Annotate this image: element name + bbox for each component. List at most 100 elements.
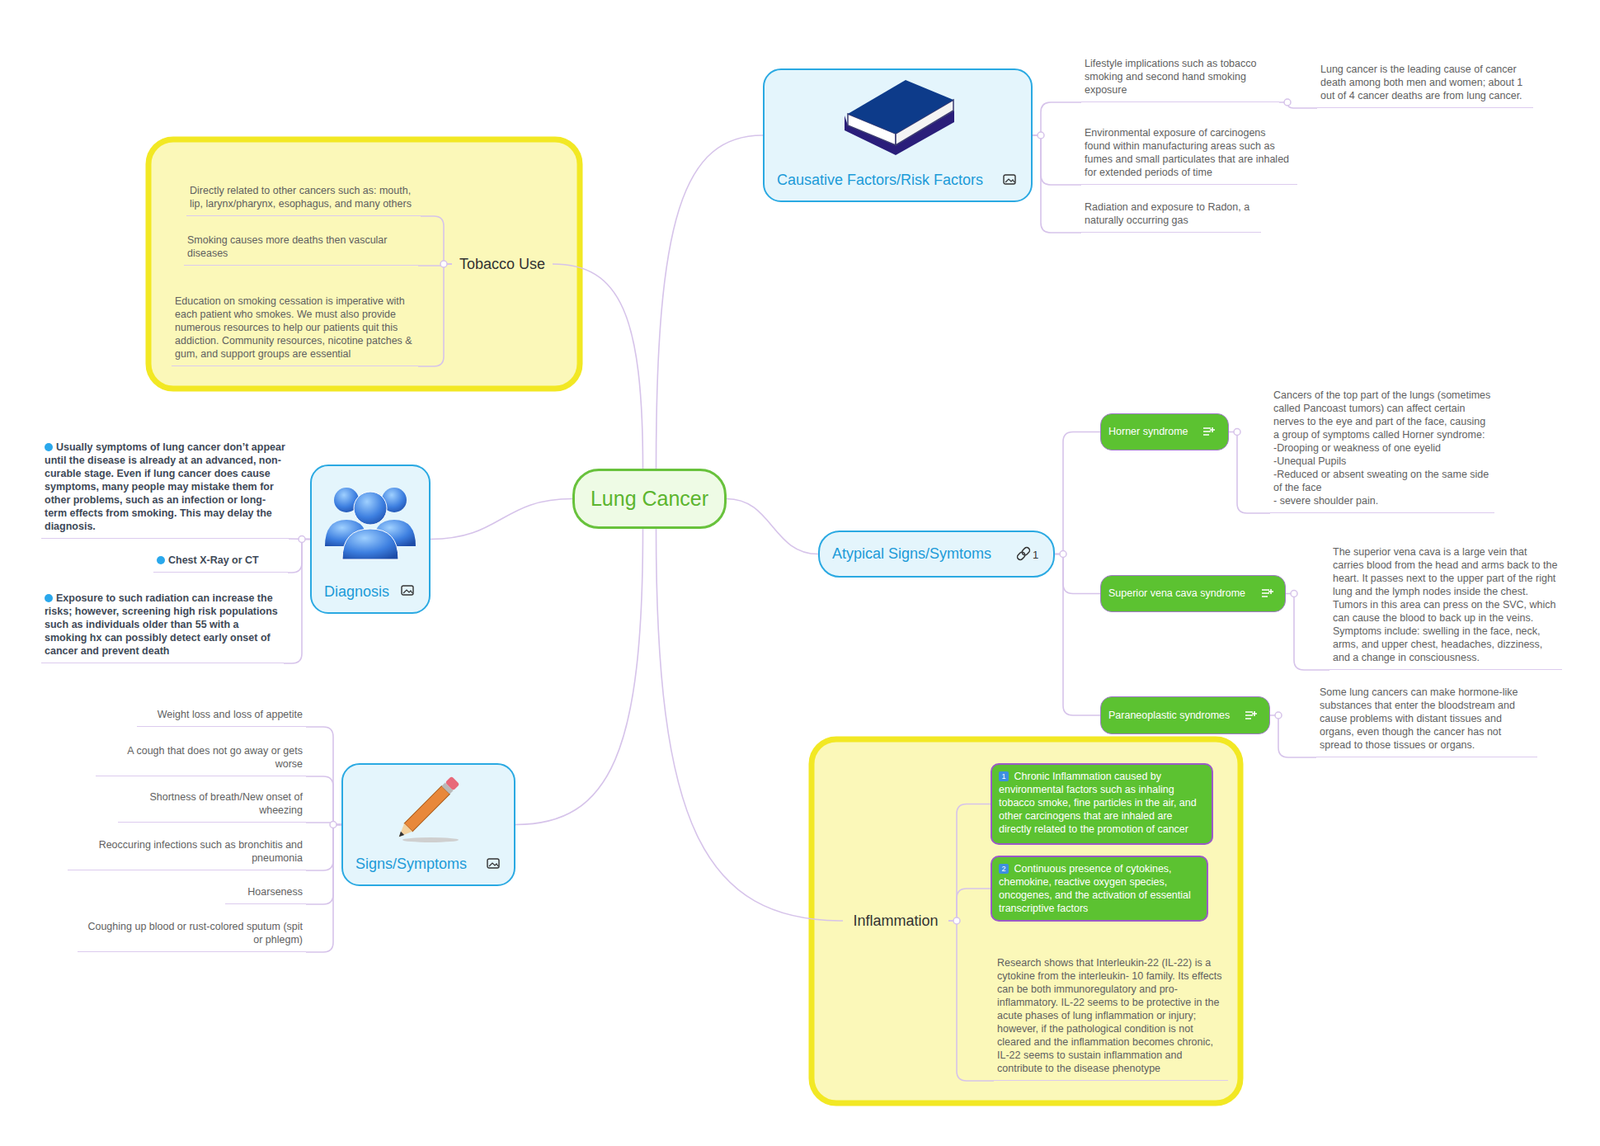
branch-line [552,263,644,469]
subtopic-text: Lifestyle implications such as tobacco s… [1081,51,1280,103]
note-lines [1261,588,1274,597]
image-frame [487,858,499,868]
branch-line [1032,135,1082,233]
branch-line [948,888,991,921]
branch-line [305,824,342,905]
subtopic-text: Usually symptoms of lung cancer don’t ap… [41,413,289,539]
image-mountain [1005,178,1015,183]
main-topic-text: Tobacco Use [451,250,553,278]
subtopic-label: -Drooping or weakness of one eyelid [1273,441,1492,455]
branch-line [948,804,991,922]
subtopic-label: Some lung cancers can make hormone-like … [1319,685,1535,752]
subtopic-text: Smoking causes more deaths then vascular… [183,225,419,266]
branch-line [420,216,452,264]
branch-dot [1233,428,1241,436]
subtopic-label: Directly related to other cancers such a… [189,183,418,211]
branch-line [1228,432,1271,514]
box-text-wrap: 1 Chronic Inflammation caused by environ… [998,769,1205,836]
subtopic-label: -Unequal Pupils [1273,454,1492,468]
person-head [334,487,359,513]
subtopic-text: Some lung cancers can make hormone-like … [1316,676,1538,758]
pill-label: Paraneoplastic syndromes [1108,709,1230,722]
branch-line [656,135,764,469]
subtopic-text: Lung cancer is the leading cause of canc… [1317,42,1534,109]
branch-dot [440,260,448,268]
branch-line [305,776,342,825]
link-ring [1021,545,1031,556]
pill-label: Horner syndrome [1108,425,1189,438]
subtopic-label: Cancers of the top part of the lungs (so… [1273,388,1492,442]
topic-title: Lung Cancer [590,486,709,511]
book-cover-bottom [844,110,955,156]
topic-title: Atypical Signs/Symtoms [832,545,992,563]
subtopic-text: Education on smoking cessation is impera… [171,271,419,367]
box-label: Chronic Inflammation caused by environme… [998,770,1197,835]
pill-label: Superior vena cava syndrome [1108,587,1246,600]
link-icon [1016,545,1031,561]
yellow-boundary [148,139,580,389]
subtopic-text: A cough that does not go away or gets wo… [95,737,306,777]
green-topic-box: 2 Continuous presence of cytokines, chem… [990,855,1209,922]
image-icon [1003,174,1016,184]
image-icon [487,858,499,868]
branch-line [1270,715,1317,758]
central-topic: Lung Cancer [572,468,727,529]
number-badge: 1 [998,771,1009,782]
subtopic-text: Research shows that Interleukin-22 (IL-2… [993,930,1229,1081]
topic-title: Inflammation [852,912,938,930]
link-ring [1016,550,1026,561]
subtopic-text: Radiation and exposure to Radon, a natur… [1081,192,1262,233]
branch-dot [1059,550,1067,558]
note-lines [1245,710,1257,719]
subtopic-label: A cough that does not go away or gets wo… [98,743,303,771]
note-icon [1261,588,1274,597]
subtopic-text: Reoccuring infections such as bronchitis… [67,831,306,871]
subtopic-label: Smoking causes more deaths then vascular… [187,233,415,260]
pencil-body [404,785,450,832]
pencil-shadow [402,837,459,843]
subtopic-label: Usually symptoms of lung cancer don’t ap… [44,440,286,533]
branch-line [1054,554,1101,594]
subtopic-text: Directly related to other cancers such a… [186,164,421,217]
image-frame [401,585,414,595]
subtopic-label: Radiation and exposure to Radon, a natur… [1084,200,1258,227]
branch-line [515,528,644,825]
people-icon [324,487,416,560]
branch-dot [298,536,306,543]
subtopic-text: Shortness of breath/New onset of wheezin… [117,783,306,823]
branch-line [1032,135,1082,185]
box-text-wrap: 2 Continuous presence of cytokines, chem… [998,861,1200,915]
branch-dot [1275,711,1282,719]
topic-title: Diagnosis [324,583,390,601]
branch-line [418,263,452,367]
branch-line [305,824,342,871]
branch-dot [1290,590,1298,598]
person-head [381,487,407,513]
book-icon [844,80,955,156]
green-topic-pill: Paraneoplastic syndromes [1100,696,1271,735]
person-body [342,528,399,560]
main-topic-text: Inflammation [842,906,949,935]
person-body [324,519,368,546]
number-badge: 2 [998,863,1009,874]
subtopic-label: Weight loss and loss of appetite [140,707,303,721]
subtopic-label: Research shows that Interleukin-22 (IL-2… [997,955,1225,1075]
topic-title: Tobacco Use [459,255,546,273]
topic-title: Causative Factors/Risk Factors [776,171,984,189]
subtopic-label: Coughing up blood or rust-colored sputum… [80,919,303,946]
subtopic-label: - severe shoulder pain. [1273,494,1492,508]
main-topic-box: Diagnosis [310,464,431,614]
book-cover-top [847,80,954,134]
branch-line [305,824,342,953]
subtopic-label: Lung cancer is the leading cause of canc… [1320,62,1530,103]
branch-line [305,726,342,825]
branch-dot [1037,131,1045,139]
book-pages [847,113,896,146]
subtopic-label: -Reduced or absent sweating on the same … [1273,467,1492,495]
subtopic-text: Environmental exposure of carcinogens fo… [1081,118,1298,185]
person-body [372,519,416,546]
pencil-eraser [445,776,461,791]
branch-line [1054,554,1101,716]
